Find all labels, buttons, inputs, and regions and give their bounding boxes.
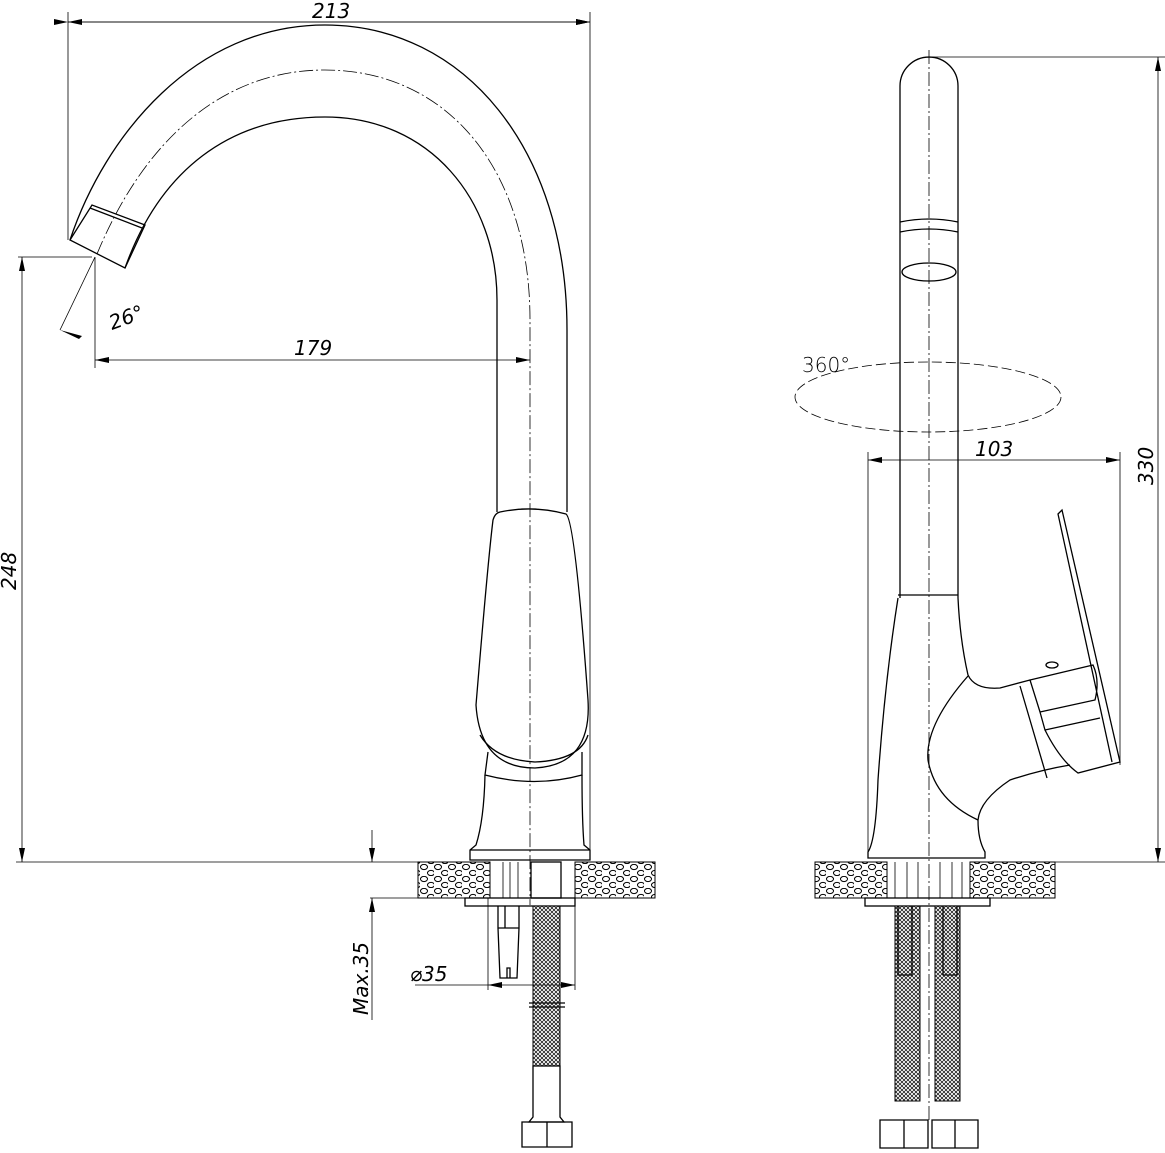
- dimension-total-height: 330: [1134, 447, 1158, 485]
- dimension-hole-diameter: ⌀35: [410, 962, 448, 986]
- body-curve: [927, 675, 979, 821]
- braided-hose: [532, 905, 561, 1067]
- hose-connector: [530, 861, 562, 899]
- dimension-depth-label: 103: [975, 437, 1013, 461]
- side-hex-nuts: [879, 1119, 979, 1149]
- side-hose-right: [934, 905, 961, 1102]
- countertop-left: [417, 861, 491, 899]
- spout-centerline: [96, 69, 531, 905]
- aerator-side: [899, 218, 959, 233]
- dimension-angle: 26°: [106, 300, 148, 335]
- side-hose-left: [894, 905, 921, 1102]
- countertop-right: [574, 861, 656, 899]
- side-dimensions: 360° 330 103 330: [794, 56, 1165, 863]
- body-side: [867, 594, 1071, 859]
- hose-ferrule: [527, 1065, 566, 1123]
- cartridge-ring: [479, 734, 589, 783]
- lever-screw: [1045, 661, 1059, 669]
- front-dimensions: 213 26° 179 248 Max.35 ⌀35: [0, 0, 591, 1020]
- mounting-plate: [464, 897, 576, 907]
- dimension-rotation: 360°: [802, 353, 850, 377]
- hex-nut: [521, 1121, 573, 1148]
- dimension-height: 248: [0, 552, 21, 590]
- dimension-width: 213: [312, 0, 350, 23]
- body-lower: [469, 774, 591, 861]
- dimension-reach: 179: [294, 336, 332, 360]
- spout-inner: [124, 116, 498, 512]
- rotation-ellipse: [794, 361, 1062, 433]
- side-view: [814, 50, 1121, 1149]
- front-view: [69, 24, 656, 1148]
- side-countertop-right: [969, 861, 1056, 899]
- aerator: [69, 204, 146, 269]
- dimension-max-thickness: Max.35: [349, 942, 373, 1015]
- threaded-stud: [497, 906, 520, 979]
- aerator-opening: [901, 262, 957, 282]
- lever-side: [1019, 508, 1121, 779]
- lever-handle: [475, 508, 589, 769]
- side-countertop-left: [814, 861, 888, 899]
- side-mounting-plate: [864, 897, 991, 907]
- spout-outer: [69, 24, 568, 512]
